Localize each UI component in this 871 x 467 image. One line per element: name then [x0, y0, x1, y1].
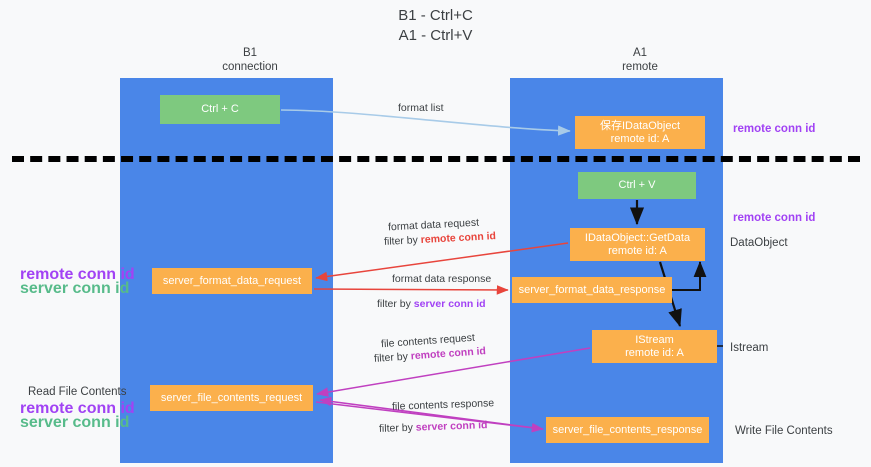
node-server-file-contents-response[interactable]: server_file_contents_response	[546, 417, 709, 443]
node-server-format-data-response[interactable]: server_format_data_response	[512, 277, 672, 303]
annotation-write-file-contents: Write File Contents	[735, 425, 833, 437]
filter-prefix: filter by	[383, 234, 422, 248]
edge-label-format-data-response: format data response	[392, 273, 492, 285]
edge-label-format-list: format list	[398, 102, 444, 114]
filter-value-remote-conn-id: remote conn id	[420, 230, 497, 246]
filter-prefix: filter by	[373, 350, 412, 365]
filter-prefix: filter by	[378, 421, 416, 435]
phase-separator	[12, 156, 860, 162]
annotation-server-conn-id-left-2: server conn id	[20, 414, 130, 431]
annotation-server-conn-id-left: server conn id	[20, 280, 130, 297]
column-header-b1: B1 connection	[222, 47, 278, 73]
edge-format-data-response	[313, 285, 509, 295]
column-header-a1: A1 remote	[622, 47, 658, 73]
node-server-file-contents-request[interactable]: server_file_contents_request	[150, 385, 313, 411]
annotation-remote-conn-id-mid: remote conn id	[733, 212, 816, 224]
node-server-format-data-request[interactable]: server_format_data_request	[152, 268, 312, 294]
annotation-conn-ids-lower: remote conn id server conn id	[20, 400, 135, 431]
node-ctrl-c[interactable]: Ctrl + C	[160, 95, 280, 124]
annotation-conn-ids-upper: remote conn id server conn id	[20, 266, 135, 297]
annotation-istream: Istream	[730, 342, 769, 354]
edge-label-file-contents-response: file contents response	[391, 397, 495, 413]
node-istream[interactable]: IStream remote id: A	[592, 330, 717, 363]
filter-prefix: filter by	[377, 298, 414, 310]
node-idataobject-getdata[interactable]: IDataObject::GetData remote id: A	[570, 228, 705, 261]
filter-value-server-conn-id: server conn id	[415, 419, 488, 434]
node-ctrl-v[interactable]: Ctrl + V	[578, 172, 696, 199]
annotation-read-file-contents: Read File Contents	[28, 386, 127, 398]
filter-value-server-conn-id: server conn id	[413, 298, 486, 310]
edge-label-file-contents-response-filter: filter by server conn id	[379, 419, 488, 436]
node-save-idataobject[interactable]: 保存IDataObject remote id: A	[575, 116, 705, 149]
annotation-remote-conn-id-top: remote conn id	[733, 123, 816, 135]
annotation-remote-conn-id-left-2: remote conn id	[20, 400, 135, 417]
page-title: B1 - Ctrl+C A1 - Ctrl+V	[398, 7, 473, 44]
edge-label-format-data-response-filter: filter by server conn id	[377, 298, 486, 311]
annotation-remote-conn-id-left: remote conn id	[20, 266, 135, 283]
annotation-dataobject: DataObject	[730, 237, 788, 249]
